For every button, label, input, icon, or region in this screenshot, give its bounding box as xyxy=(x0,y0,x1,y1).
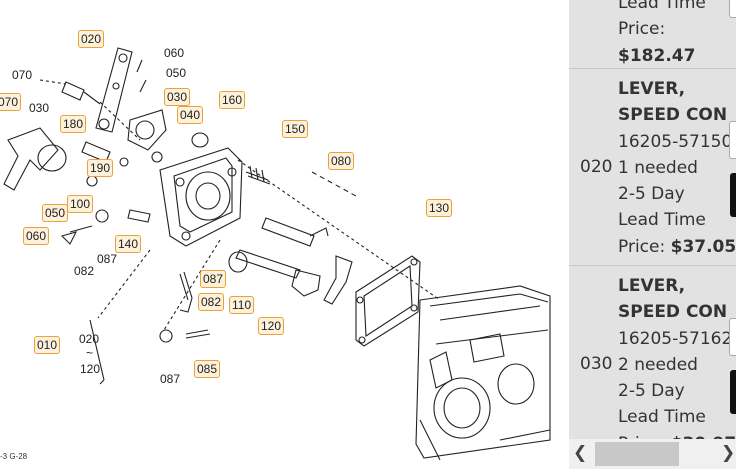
label-120-range: 120 xyxy=(80,362,101,376)
part-number: 16205-57150 xyxy=(618,131,733,152)
callout-070[interactable]: 070 xyxy=(0,93,22,111)
lead-time-days: 2-5 Day xyxy=(618,184,685,205)
horizontal-scrollbar[interactable]: ❮ ❯ xyxy=(569,439,736,469)
callout-190[interactable]: 190 xyxy=(87,159,114,177)
callout-060[interactable]: 060 xyxy=(23,227,50,245)
label-087: 087 xyxy=(97,252,118,266)
callout-160[interactable]: 160 xyxy=(219,91,246,109)
callout-010[interactable]: 010 xyxy=(34,336,61,354)
price-label: Price: xyxy=(618,19,666,40)
qty-needed: 2 needed xyxy=(618,354,698,375)
qty-input[interactable] xyxy=(729,318,736,356)
callout-180[interactable]: 180 xyxy=(60,115,87,133)
label-087-bottom: 087 xyxy=(160,372,181,386)
sheet-code: -3 G-28 xyxy=(0,452,28,461)
price-label: Price: xyxy=(618,236,666,257)
panel-gutter xyxy=(552,0,569,469)
parts-row-030[interactable]: 030 LEVER, SPEED CON 16205-57162 2 neede… xyxy=(569,265,736,469)
scroll-left-icon[interactable]: ❮ xyxy=(573,443,588,463)
exploded-view-drawing xyxy=(3,47,551,461)
callout-130[interactable]: 130 xyxy=(426,199,453,217)
callout-020[interactable]: 020 xyxy=(78,30,105,48)
parts-row-prev[interactable]: Lead Time Price: $182.47 xyxy=(569,0,736,68)
callout-030[interactable]: 030 xyxy=(164,88,191,106)
parts-row-020[interactable]: 020 LEVER, SPEED CON 16205-57150 1 neede… xyxy=(569,68,736,265)
parts-diagram: 020 070 030 180 190 100 050 060 040 160 … xyxy=(0,30,551,461)
callout-040[interactable]: 040 xyxy=(177,106,204,124)
callout-085[interactable]: 085 xyxy=(194,360,221,378)
price-value: $37.05 xyxy=(670,236,736,257)
qty-needed: 1 needed xyxy=(618,157,698,178)
callout-120[interactable]: 120 xyxy=(258,317,285,335)
callout-140[interactable]: 140 xyxy=(115,235,142,253)
part-name-line2[interactable]: SPEED CON xyxy=(618,302,728,323)
callout-050[interactable]: 050 xyxy=(42,204,69,222)
label-tilde: ~ xyxy=(86,346,94,360)
label-020-range: 020 xyxy=(79,332,100,346)
parts-list-panel: Lead Time Price: $182.47 020 LEVER, SPEE… xyxy=(552,0,736,469)
part-name-line1[interactable]: LEVER, xyxy=(618,79,686,99)
ref-number: 030 xyxy=(580,354,613,374)
label-082: 082 xyxy=(74,264,95,278)
callout-150[interactable]: 150 xyxy=(282,120,309,138)
label-030: 030 xyxy=(29,101,50,115)
part-number: 16205-57162 xyxy=(618,328,733,349)
callout-110[interactable]: 110 xyxy=(229,296,255,314)
lead-time-days: 2-5 Day xyxy=(618,381,685,402)
lead-time-text: Lead Time xyxy=(618,210,706,231)
callout-080[interactable]: 080 xyxy=(328,152,355,170)
callout-100[interactable]: 100 xyxy=(67,195,94,213)
add-to-cart-button[interactable] xyxy=(730,173,736,217)
lead-time-text: Lead Time xyxy=(618,0,706,13)
scroll-right-icon[interactable]: ❯ xyxy=(721,443,736,463)
label-050: 050 xyxy=(166,66,187,80)
ref-number: 020 xyxy=(580,157,613,177)
qty-input[interactable] xyxy=(729,121,736,159)
callout-087[interactable]: 087 xyxy=(200,270,227,288)
lead-time-text: Lead Time xyxy=(618,407,706,428)
part-name-line1[interactable]: LEVER, xyxy=(618,276,686,296)
callout-082[interactable]: 082 xyxy=(198,293,225,311)
label-070: 070 xyxy=(12,68,33,82)
add-to-cart-button[interactable] xyxy=(730,370,736,414)
qty-input[interactable] xyxy=(729,0,736,18)
part-name-line2[interactable]: SPEED CON xyxy=(618,105,728,126)
scrollbar-thumb[interactable] xyxy=(595,442,679,466)
label-060: 060 xyxy=(164,46,185,60)
price-value: $182.47 xyxy=(618,45,696,66)
